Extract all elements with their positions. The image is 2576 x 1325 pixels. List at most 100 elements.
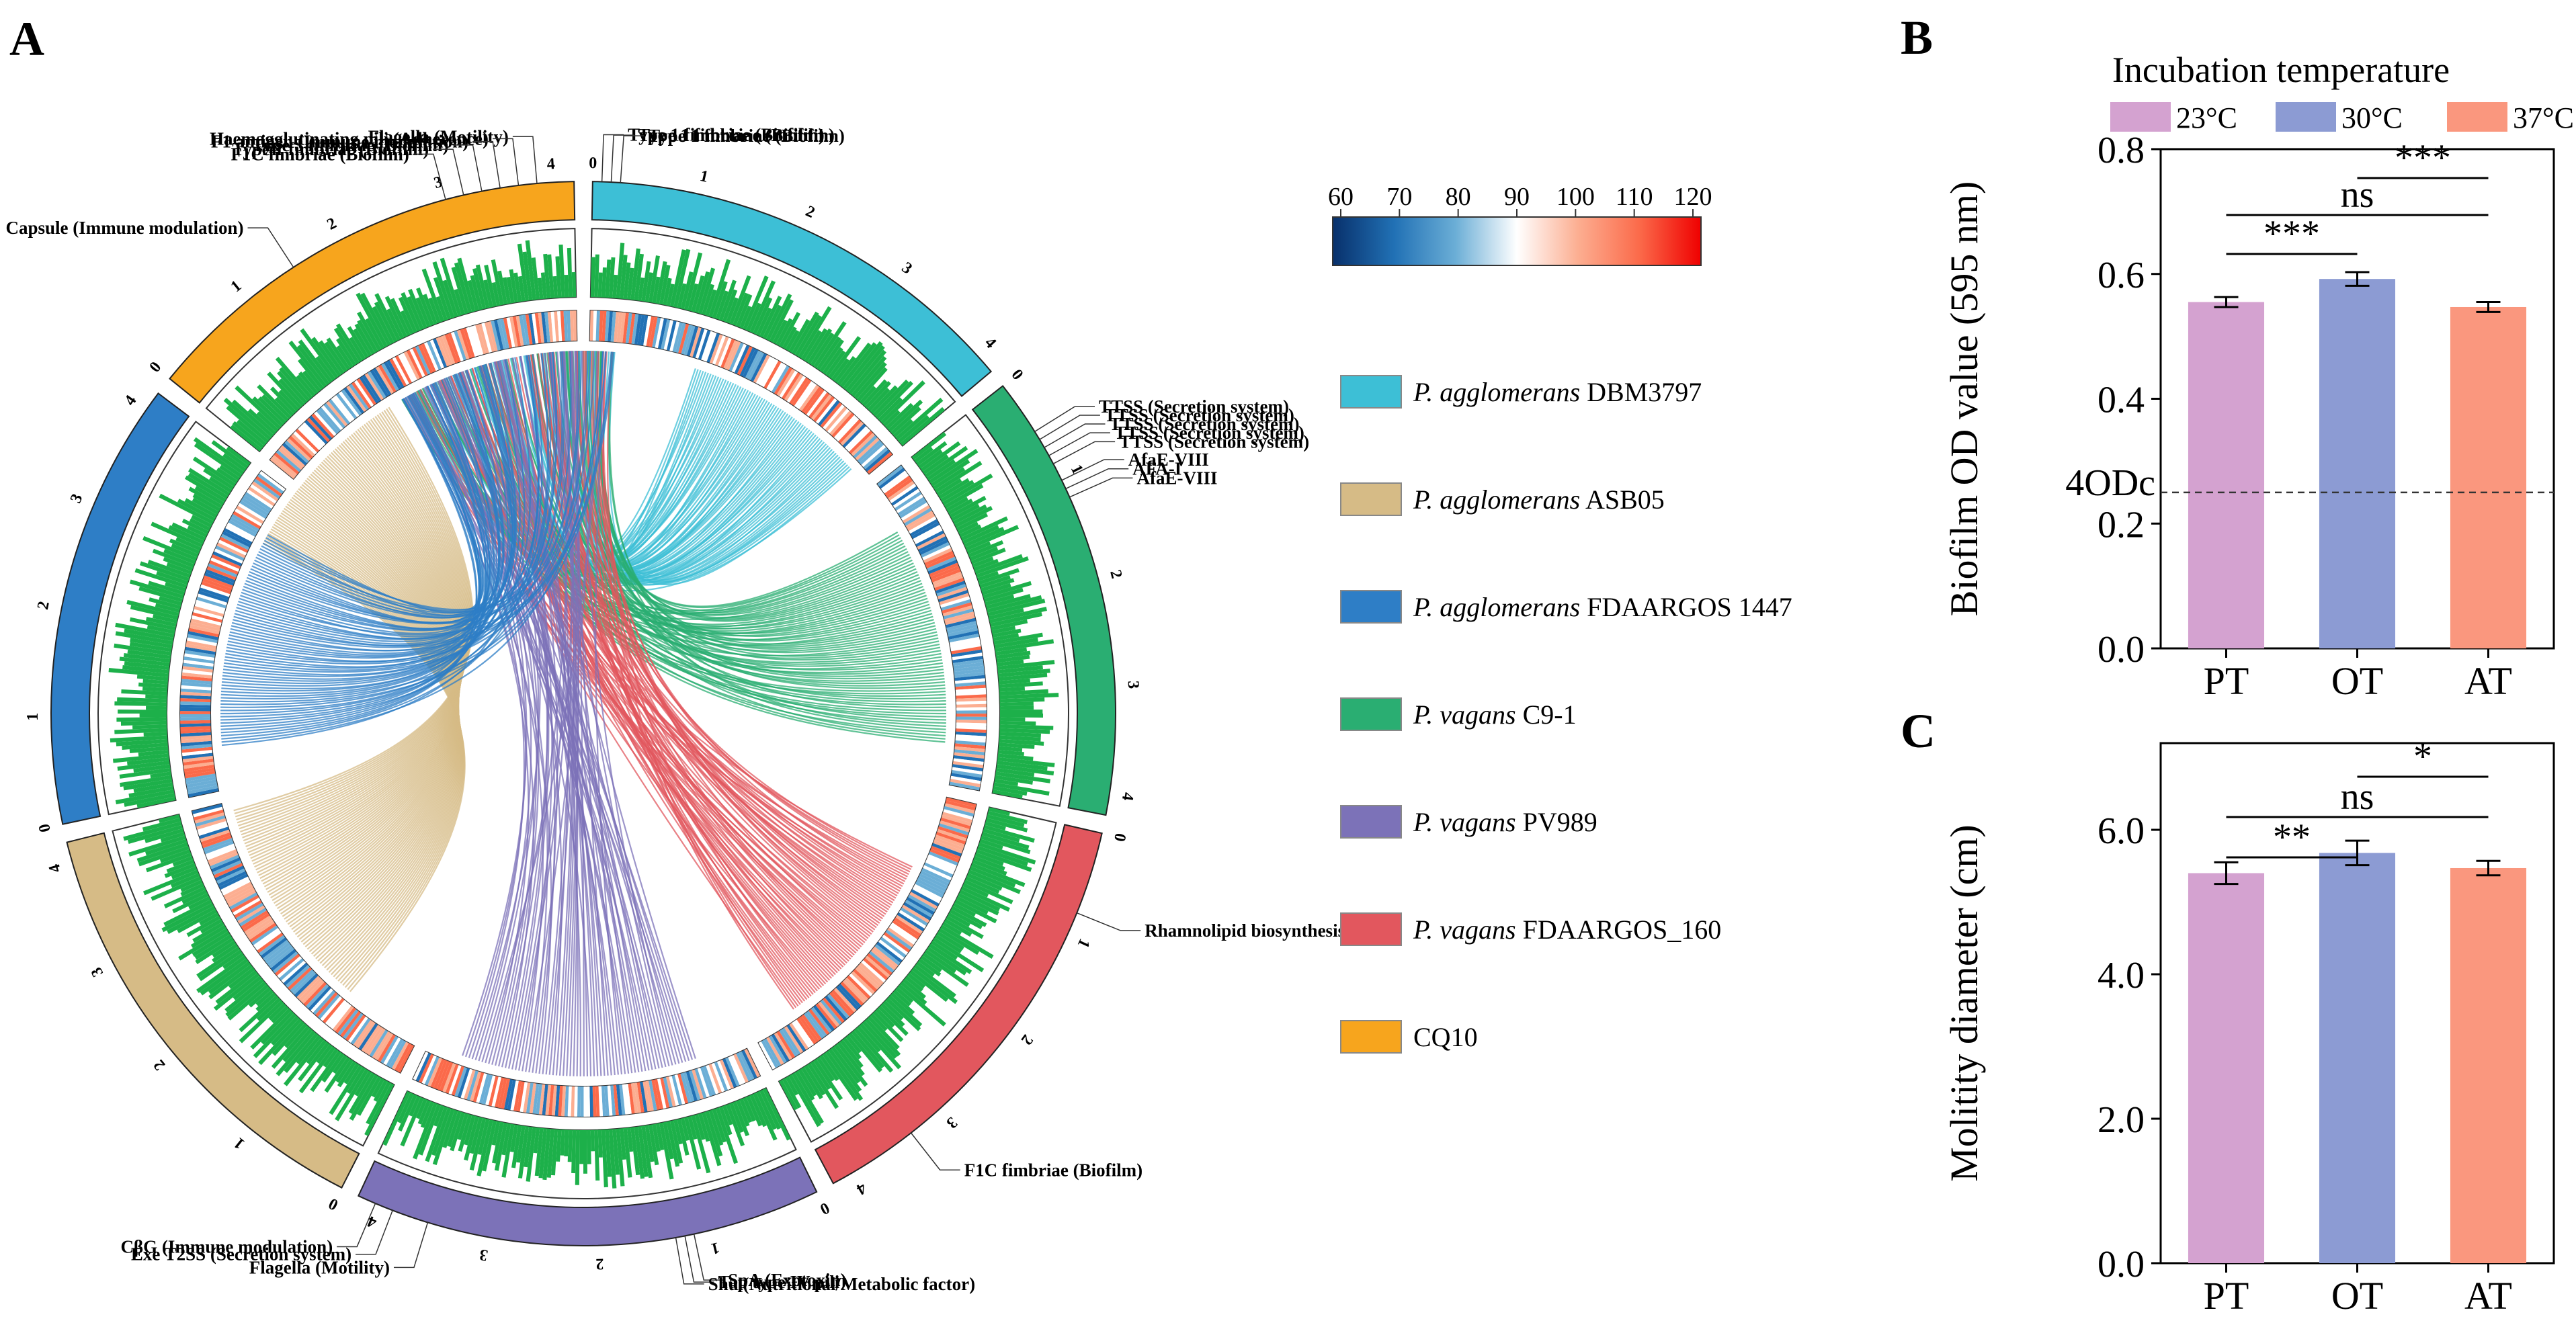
heatmap-cell (378, 364, 397, 393)
legend-swatch (1340, 590, 1402, 624)
heatmap-cell (222, 531, 251, 548)
heatmap-cell (899, 499, 927, 519)
histogram-bar (571, 271, 577, 298)
heatmap-cell (343, 1013, 364, 1039)
colorbar-tick-label: 110 (1616, 183, 1653, 211)
heatmap-cell (181, 746, 212, 753)
gene-label: SpA (Exotoxin) (728, 1270, 846, 1290)
temperature-legend-title: Incubation temperature (2112, 50, 2450, 90)
histogram-bar (188, 468, 231, 497)
heatmap-cell (931, 568, 961, 583)
heatmap-cell (929, 851, 958, 866)
ideogram-segment (971, 384, 1116, 816)
heatmap-cell (761, 359, 779, 388)
heatmap-cell (900, 907, 928, 926)
heatmap-cell (198, 824, 228, 837)
histogram-bar (983, 828, 1020, 843)
histogram-bar (926, 459, 956, 481)
histogram-bar (230, 424, 262, 452)
histogram-bar (115, 631, 173, 645)
histogram-bar (171, 866, 198, 880)
histogram-bar (420, 1101, 434, 1128)
histogram-bar (247, 409, 276, 435)
heatmap-cell (954, 665, 985, 673)
heatmap-cell (386, 1039, 404, 1067)
heatmap-cell (536, 1084, 542, 1115)
heatmap-cell (197, 820, 227, 833)
histogram-bar (209, 476, 233, 493)
histogram-bar (900, 407, 946, 446)
histogram-bar (484, 265, 497, 307)
heatmap-cell (956, 700, 987, 705)
heatmap-cell (180, 732, 211, 737)
histogram-bar (680, 271, 694, 310)
histogram-bar (816, 1056, 835, 1082)
heatmap-cell (548, 1084, 554, 1116)
histogram-bar (837, 342, 872, 386)
histogram-bar (970, 548, 1006, 564)
gene-label: F1 antigen (Immune modulation) (211, 132, 468, 152)
histogram-bar (875, 1008, 895, 1028)
heatmap-cell (625, 312, 632, 344)
histogram-bar (842, 1037, 862, 1060)
heatmap-cell (435, 337, 450, 367)
heatmap-cell (497, 318, 507, 349)
heatmap-cell (451, 1066, 464, 1096)
heatmap-cell (657, 1078, 667, 1109)
gene-leader-line (492, 138, 520, 185)
histogram-bar (999, 689, 1048, 695)
histogram-bar (160, 832, 185, 843)
heatmap-cell (219, 873, 248, 890)
histogram-bar (626, 1127, 634, 1152)
heatmap-cell (183, 765, 214, 772)
heatmap-cell (706, 1064, 719, 1095)
heatmap-cell (356, 1021, 376, 1049)
heatmap-cell (955, 681, 986, 687)
x-tick-label: PT (2204, 1274, 2249, 1318)
colorbar-tick-label: 100 (1556, 183, 1595, 211)
histogram-bar (366, 1081, 391, 1125)
heatmap-cell (949, 781, 980, 791)
heatmap-cell (936, 581, 966, 594)
histogram-bar (454, 288, 465, 316)
heatmap-cell (233, 511, 261, 529)
heatmap-cell (634, 314, 642, 345)
histogram-bar (348, 1072, 375, 1114)
histogram-bar (583, 1129, 587, 1174)
heatmap-cell (931, 843, 962, 857)
histogram-frame (112, 813, 395, 1147)
heatmap-cell (827, 994, 849, 1019)
histogram-bar (981, 578, 1015, 592)
histogram-bar (645, 272, 653, 302)
histogram-bar (172, 856, 194, 867)
heatmap-cell (932, 571, 962, 585)
histogram-bar (788, 1074, 821, 1127)
histogram-bar (854, 361, 887, 400)
heatmap-cell (326, 400, 348, 427)
heatmap-cell (789, 1023, 809, 1050)
gene-label: Type 1 fimbriae (Biofilm) (232, 139, 429, 159)
histogram-bar (907, 972, 926, 989)
heatmap-cell (181, 675, 212, 682)
histogram-bar (895, 397, 944, 441)
histogram-bar (911, 431, 947, 460)
histogram-bar (842, 341, 883, 390)
histogram-bar (225, 981, 267, 1017)
heatmap-cell (248, 486, 276, 507)
tick-label: 3 (67, 491, 87, 505)
histogram-bar (995, 647, 1028, 656)
histogram-bar (250, 1008, 292, 1050)
heatmap-cell (231, 895, 259, 913)
heatmap-cell (331, 396, 353, 423)
heatmap-cell (259, 470, 286, 492)
heatmap-cell (941, 599, 971, 611)
heatmap-cell (898, 497, 925, 516)
histogram-bar (255, 992, 276, 1012)
tick-label: 1 (698, 167, 710, 186)
histogram-bar (759, 296, 782, 338)
histogram-bar (447, 1111, 462, 1148)
histogram-bar (531, 257, 540, 300)
heatmap-cell (249, 923, 277, 943)
heatmap-cell (269, 457, 296, 479)
histogram-bar (435, 296, 448, 321)
